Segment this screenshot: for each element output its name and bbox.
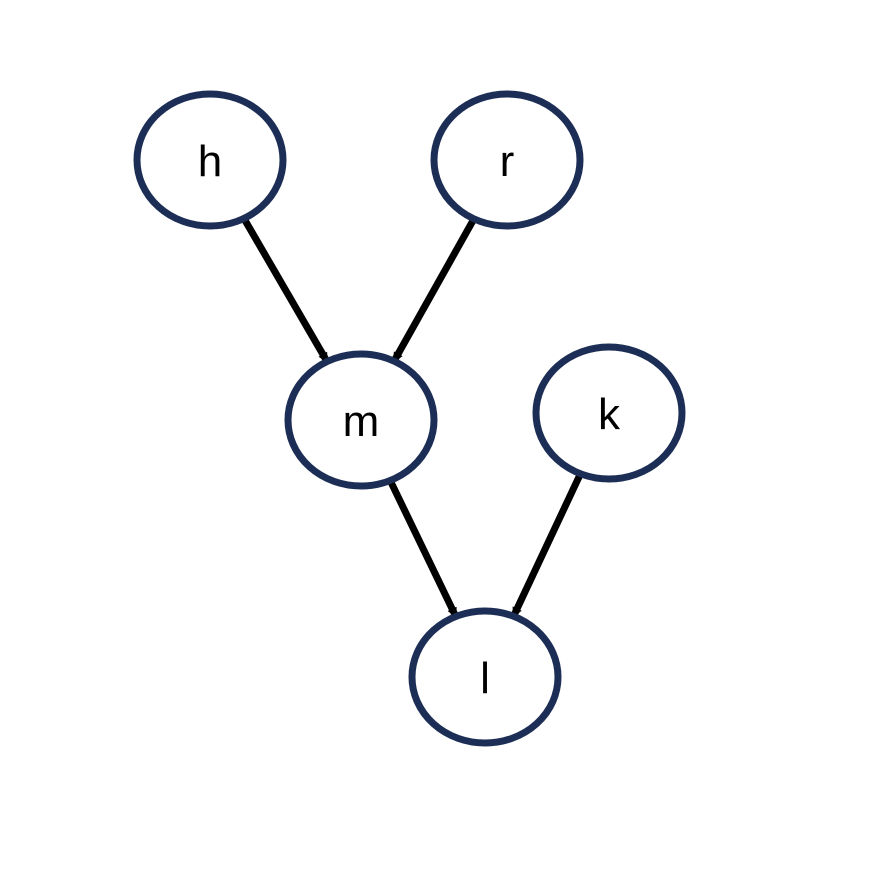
- node-circle-m: [284, 350, 438, 490]
- node-label-h: h: [198, 137, 222, 186]
- nodes: h r m k l: [133, 90, 686, 747]
- node-circle-r: [430, 90, 584, 230]
- node-label-r: r: [500, 137, 515, 186]
- node-circle-l: [408, 607, 562, 747]
- node-h: h: [133, 90, 287, 230]
- node-circle-k: [532, 343, 686, 483]
- edge-m-to-l: [387, 478, 459, 619]
- node-r: r: [430, 90, 584, 230]
- edges: [240, 216, 584, 619]
- edge-k-to-l: [510, 472, 584, 618]
- node-label-l: l: [480, 654, 490, 703]
- node-label-k: k: [598, 390, 621, 439]
- edge-r-to-m: [390, 217, 478, 363]
- node-label-m: m: [343, 397, 380, 446]
- node-m: m: [284, 350, 438, 490]
- node-k: k: [532, 343, 686, 483]
- node-circle-h: [133, 90, 287, 230]
- node-l: l: [408, 607, 562, 747]
- edge-h-to-m: [240, 216, 331, 364]
